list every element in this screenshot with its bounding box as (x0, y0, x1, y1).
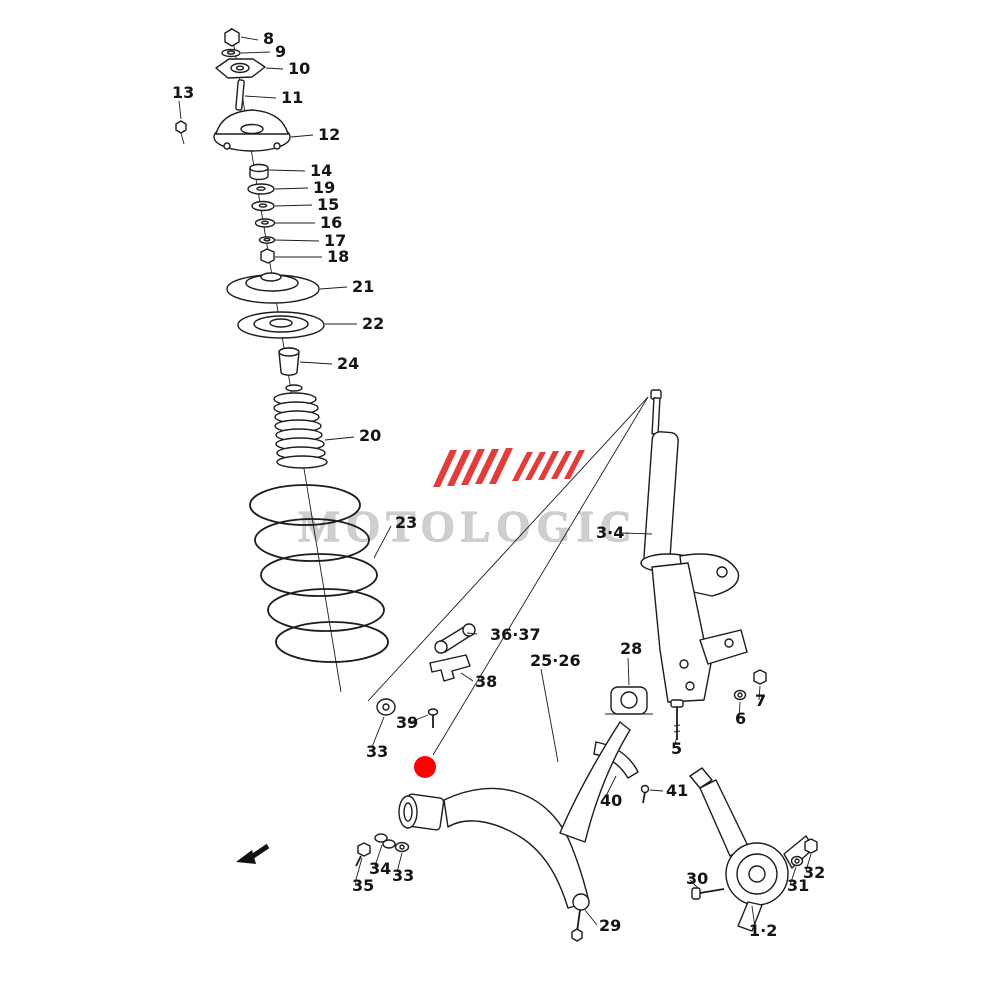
part-spring-seat-21 (226, 272, 320, 304)
watermark-text: MOTOLOGIC (298, 502, 637, 551)
part-link-36-37 (434, 623, 476, 654)
leader-lines (178, 36, 812, 929)
part-label-36-37: 36·37 (490, 625, 541, 644)
part-washer-6 (733, 689, 747, 701)
part-label-18: 18 (327, 247, 349, 266)
part-ball-joint-29 (571, 893, 590, 942)
part-label-35: 35 (352, 876, 374, 895)
part-washer-17 (258, 236, 276, 244)
part-label-33a: 33 (366, 742, 388, 761)
part-bolt-41 (640, 784, 650, 804)
part-label-15: 15 (317, 195, 339, 214)
part-washer-15 (251, 200, 275, 212)
part-label-20: 20 (359, 426, 381, 445)
brand-logo-stripes-icon (433, 448, 585, 487)
part-label-11: 11 (281, 88, 303, 107)
part-nut-8 (224, 28, 240, 47)
part-fork-38 (429, 654, 471, 682)
part-nut-7 (753, 669, 767, 685)
part-washer-9 (221, 48, 241, 58)
part-labels: 8 9 10 11 13 12 14 19 15 16 17 18 21 22 … (172, 29, 825, 940)
part-knuckle-1-2 (689, 767, 815, 932)
part-label-33b: 33 (392, 866, 414, 885)
part-label-28: 28 (620, 639, 642, 658)
part-label-16: 16 (320, 213, 342, 232)
part-control-arm-25-26 (398, 721, 631, 909)
part-label-3-4: 3·4 (596, 523, 624, 542)
part-nut-18 (260, 248, 275, 264)
part-label-24: 24 (337, 354, 359, 373)
part-spacer-14 (249, 163, 269, 181)
part-washer-19 (247, 183, 275, 195)
part-label-41: 41 (666, 781, 688, 800)
part-label-13: 13 (172, 83, 194, 102)
part-coil-spring-23 (249, 484, 389, 663)
part-label-14: 14 (310, 161, 332, 180)
part-washers-34 (374, 833, 396, 849)
part-label-19: 19 (313, 178, 335, 197)
part-flange-plate-10 (215, 58, 266, 79)
part-washer-31 (790, 855, 804, 867)
part-bolt-35 (355, 842, 371, 867)
highlight-marker (414, 756, 436, 778)
part-bolt-39 (427, 708, 439, 728)
part-label-8: 8 (263, 29, 274, 48)
part-label-7: 7 (755, 691, 766, 710)
part-label-5: 5 (671, 739, 682, 758)
part-dust-boot-20 (273, 384, 328, 469)
part-label-9: 9 (275, 42, 286, 61)
part-label-10: 10 (288, 59, 310, 78)
part-label-17: 17 (324, 231, 346, 250)
part-label-6: 6 (735, 709, 746, 728)
part-label-30: 30 (686, 869, 708, 888)
part-bolt-30 (691, 887, 725, 900)
part-label-38: 38 (475, 672, 497, 691)
part-seat-ring-22 (237, 311, 325, 339)
part-strut-mount-12 (213, 109, 291, 152)
part-label-25-26: 25·26 (530, 651, 581, 670)
part-label-31: 31 (787, 876, 809, 895)
part-bolt-5 (670, 699, 684, 740)
part-nut-32 (804, 838, 818, 854)
part-stud-11 (235, 79, 245, 111)
part-label-21: 21 (352, 277, 374, 296)
part-label-23: 23 (395, 513, 417, 532)
part-label-22: 22 (362, 314, 384, 333)
part-label-40: 40 (600, 791, 622, 810)
part-washer-33b (394, 841, 410, 853)
part-label-1-2: 1·2 (749, 921, 777, 940)
part-label-29: 29 (599, 916, 621, 935)
part-label-12: 12 (318, 125, 340, 144)
part-bump-stopper-24 (278, 347, 300, 376)
part-bushing-bracket-28 (605, 686, 653, 715)
part-strut-3-4 (640, 389, 748, 703)
part-washer-33a (376, 698, 396, 716)
part-label-34: 34 (369, 859, 391, 878)
part-label-39: 39 (396, 713, 418, 732)
part-label-32: 32 (803, 863, 825, 882)
direction-arrow-icon (236, 843, 270, 864)
part-bolt-13 (175, 120, 187, 145)
part-washer-16 (254, 218, 276, 228)
